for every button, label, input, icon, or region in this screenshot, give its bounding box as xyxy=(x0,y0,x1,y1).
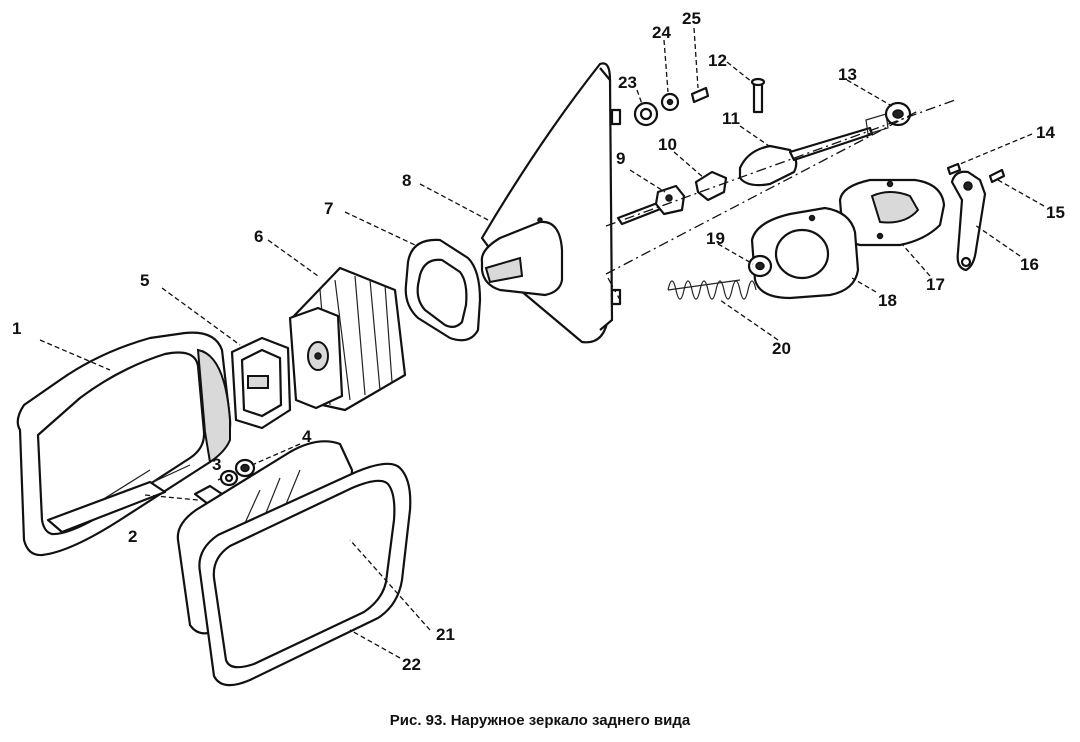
callout-14: 14 xyxy=(1036,123,1055,142)
part-6-bellows xyxy=(288,266,407,412)
callout-1: 1 xyxy=(12,319,21,338)
leader-lines xyxy=(39,27,1045,659)
callout-17: 17 xyxy=(926,275,945,294)
part-13-washer xyxy=(884,101,912,127)
part-19-bushing xyxy=(747,254,773,278)
part-24-washer xyxy=(660,92,680,112)
callout-24: 24 xyxy=(652,23,671,42)
callout-5: 5 xyxy=(140,271,149,290)
part-16-lever xyxy=(950,170,987,272)
callout-7: 7 xyxy=(324,199,333,218)
part-20-spring xyxy=(667,279,757,300)
callout-16: 16 xyxy=(1020,255,1039,274)
callout-19: 19 xyxy=(706,229,725,248)
part-3-nut xyxy=(219,469,239,487)
callouts: 1 2 3 4 5 6 7 8 9 10 11 12 13 14 15 16 1… xyxy=(12,9,1065,674)
callout-10: 10 xyxy=(658,135,677,154)
callout-3: 3 xyxy=(212,455,221,474)
callout-2: 2 xyxy=(128,527,137,546)
figure-caption: Рис. 93. Наружное зеркало заднего вида xyxy=(389,712,691,729)
part-15-screw xyxy=(988,168,1006,184)
part-23-sleeve xyxy=(633,101,659,127)
callout-15: 15 xyxy=(1046,203,1065,222)
part-12-pin xyxy=(750,77,766,114)
part-8-triangle-base xyxy=(480,62,622,344)
callout-23: 23 xyxy=(618,73,637,92)
callout-22: 22 xyxy=(402,655,421,674)
callout-21: 21 xyxy=(436,625,455,644)
callout-8: 8 xyxy=(402,171,411,190)
part-9-adjuster xyxy=(616,184,686,226)
part-1-mirror-housing xyxy=(16,331,232,557)
callout-25: 25 xyxy=(682,9,701,28)
part-18-plate xyxy=(750,206,860,300)
part-5-gasket xyxy=(230,336,292,430)
part-7-mount-gasket xyxy=(404,238,482,342)
part-17-bracket xyxy=(838,178,946,247)
part-22-mirror-frame xyxy=(198,462,412,687)
part-10-clip xyxy=(694,170,728,202)
callout-18: 18 xyxy=(878,291,897,310)
part-11-rod xyxy=(738,113,889,187)
callout-4: 4 xyxy=(302,427,312,446)
part-25-screw xyxy=(690,86,710,104)
callout-20: 20 xyxy=(772,339,791,358)
part-4-washer xyxy=(234,458,256,478)
part-14-screw xyxy=(946,162,962,176)
callout-12: 12 xyxy=(708,51,727,70)
callout-13: 13 xyxy=(838,65,857,84)
callout-6: 6 xyxy=(254,227,263,246)
callout-11: 11 xyxy=(722,109,740,128)
callout-9: 9 xyxy=(616,149,625,168)
